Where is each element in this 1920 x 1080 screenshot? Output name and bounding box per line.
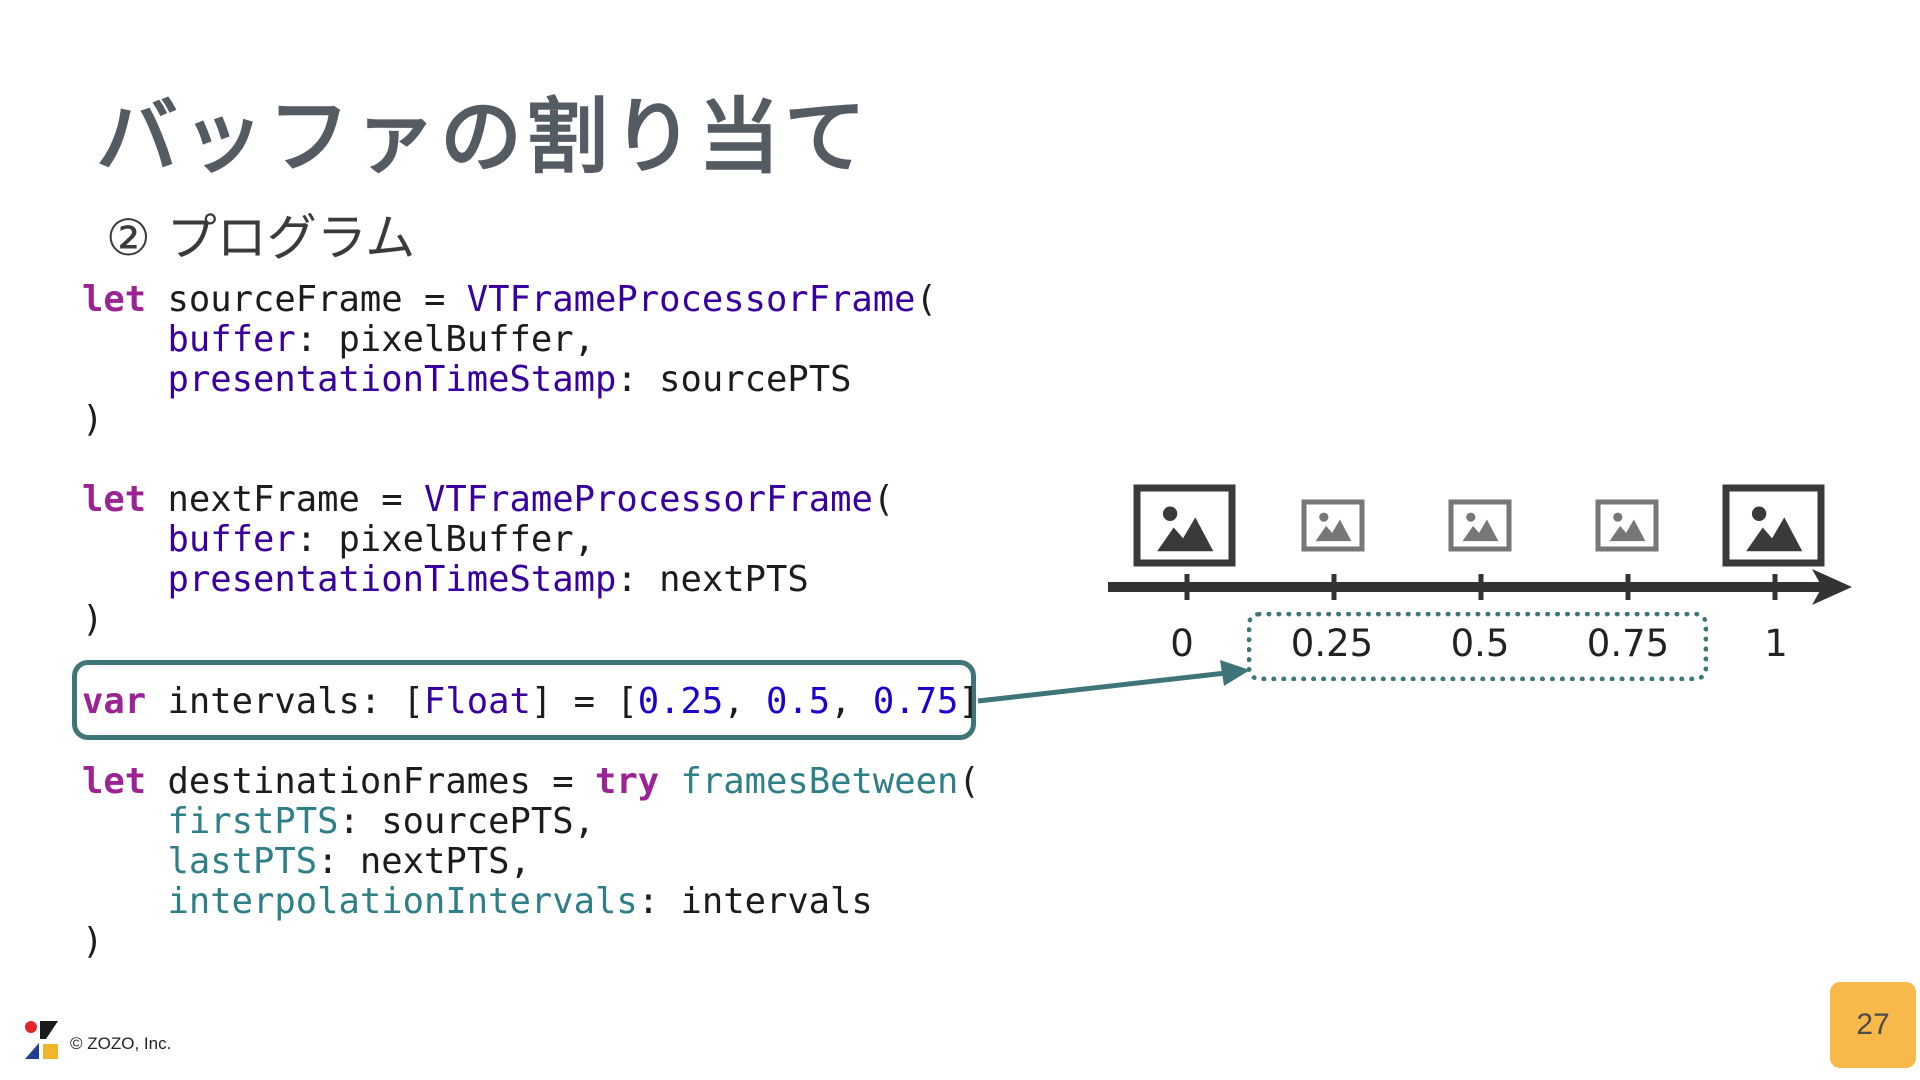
code-text: , — [830, 681, 873, 722]
code-text: ) — [82, 921, 104, 962]
code-param: interpolationIntervals — [167, 881, 638, 922]
code-text: : intervals — [637, 881, 873, 922]
code-text: ( — [872, 479, 895, 520]
tick-label: 1 — [1764, 622, 1788, 665]
tick-label: 0 — [1170, 622, 1194, 665]
code-text: ) — [82, 599, 104, 640]
code-text: destinationFrames = — [146, 761, 595, 802]
image-icon — [1133, 484, 1236, 567]
image-icon — [1722, 484, 1825, 567]
pointer-arrow-head — [1220, 660, 1250, 686]
code-param: presentationTimeStamp — [167, 359, 617, 400]
code-block-source-frame: let sourceFrame = VTFrameProcessorFrame(… — [82, 280, 937, 440]
code-text: nextFrame = — [146, 479, 424, 520]
code-text: , — [723, 681, 766, 722]
code-text: : sourcePTS, — [338, 801, 595, 842]
tick-label: 0.25 — [1290, 622, 1374, 665]
code-text: ( — [958, 761, 980, 802]
code-text: : pixelBuffer, — [295, 519, 595, 560]
copyright-text: © ZOZO, Inc. — [70, 1034, 172, 1053]
image-icon — [1301, 499, 1365, 552]
code-type: Float — [423, 681, 531, 722]
code-param: firstPTS — [167, 801, 339, 842]
timeline-arrowhead — [1812, 569, 1852, 605]
code-block-next-frame: let nextFrame = VTFrameProcessorFrame( b… — [82, 480, 894, 640]
code-number: 0.75 — [872, 681, 959, 722]
code-text: intervals: [ — [146, 681, 424, 722]
image-icon — [1595, 499, 1659, 552]
code-text: ] — [958, 681, 980, 722]
code-line-intervals: var intervals: [Float] = [0.25, 0.5, 0.7… — [82, 682, 980, 722]
code-text: ( — [915, 279, 937, 320]
pointer-arrow-line — [977, 670, 1227, 704]
intervals-dashed-box — [1247, 612, 1708, 681]
code-text: : sourcePTS — [616, 359, 852, 400]
code-type: VTFrameProcessorFrame — [423, 479, 873, 520]
code-param: presentationTimeStamp — [167, 559, 617, 600]
code-function: framesBetween — [680, 761, 959, 802]
code-param: lastPTS — [167, 841, 318, 882]
code-keyword: let — [82, 279, 147, 320]
code-block-destination-frames: let destinationFrames = try framesBetwee… — [82, 762, 980, 962]
code-text: ] = [ — [530, 681, 638, 722]
code-param: buffer — [167, 519, 296, 560]
code-keyword: try — [594, 761, 660, 802]
intervals-highlight-box — [72, 660, 976, 740]
slide-subtitle: ② プログラム — [106, 209, 416, 267]
slide-title: バッファの割り当て — [96, 90, 871, 185]
page-number: 27 — [1856, 1008, 1890, 1041]
zozo-logo — [25, 1021, 58, 1059]
code-text: sourceFrame = — [146, 279, 467, 320]
page-number-badge: 27 — [1830, 982, 1916, 1068]
code-param: buffer — [167, 319, 296, 360]
code-keyword: let — [82, 761, 147, 802]
code-text: : nextPTS — [616, 559, 809, 600]
code-number: 0.5 — [765, 681, 831, 722]
tick-label: 0.5 — [1450, 622, 1510, 665]
code-keyword: let — [82, 479, 147, 520]
code-text: : nextPTS, — [317, 841, 531, 882]
code-text: ) — [82, 399, 104, 440]
code-number: 0.25 — [637, 681, 724, 722]
code-text: : pixelBuffer, — [295, 319, 595, 360]
code-keyword: var — [82, 681, 147, 722]
image-icon — [1448, 499, 1512, 552]
tick-label: 0.75 — [1586, 622, 1670, 665]
code-type: VTFrameProcessorFrame — [466, 279, 916, 320]
